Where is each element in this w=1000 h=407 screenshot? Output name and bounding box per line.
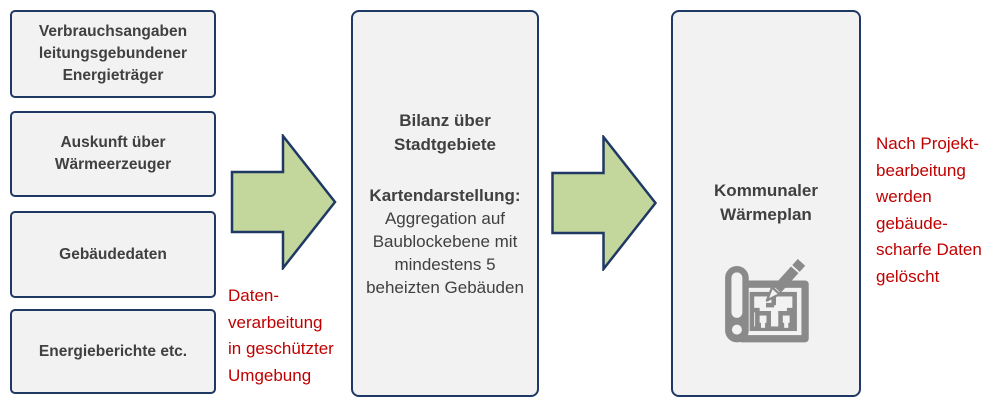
blueprint-pencil-icon [725,259,809,343]
source-box-energieberichte: Energieberichte etc. [10,309,216,394]
source-box-waermeerzeuger: Auskunft über Wärmeerzeuger [10,111,216,197]
source-box-gebaeudedaten: Gebäudedaten [10,211,216,298]
source-box-label: Energieberichte etc. [38,342,188,360]
deletion-note: Nach Projekt- bearbeitung werden gebäude… [876,134,982,286]
heat-plan-icon-wrap [673,253,859,354]
source-box-label: Gebäudedaten [59,245,167,263]
balance-box-title: Bilanz über Stadtgebiete [393,111,497,154]
balance-box-body: Aggregation auf Baublockebene mit mindes… [366,209,524,297]
processing-note: Daten- verarbeitung in geschützter Umgeb… [228,286,334,385]
balance-box-subtitle: Kartendarstellung: [369,186,521,205]
source-box-verbrauchsangaben: Verbrauchsangaben leitungsgebundener Ene… [10,10,216,98]
flow-arrow-icon [230,134,337,270]
balance-box: Bilanz über Stadtgebiete Kartendarstellu… [351,10,539,397]
heat-plan-box-title: Kommunaler Wärmeplan [714,181,818,224]
source-box-label: Auskunft über Wärmeerzeuger [54,134,172,173]
source-box-label: Verbrauchsangaben leitungsgebundener Ene… [38,23,188,84]
heat-plan-box: Kommunaler Wärmeplan [671,10,861,397]
flow-arrow-icon [551,135,658,271]
